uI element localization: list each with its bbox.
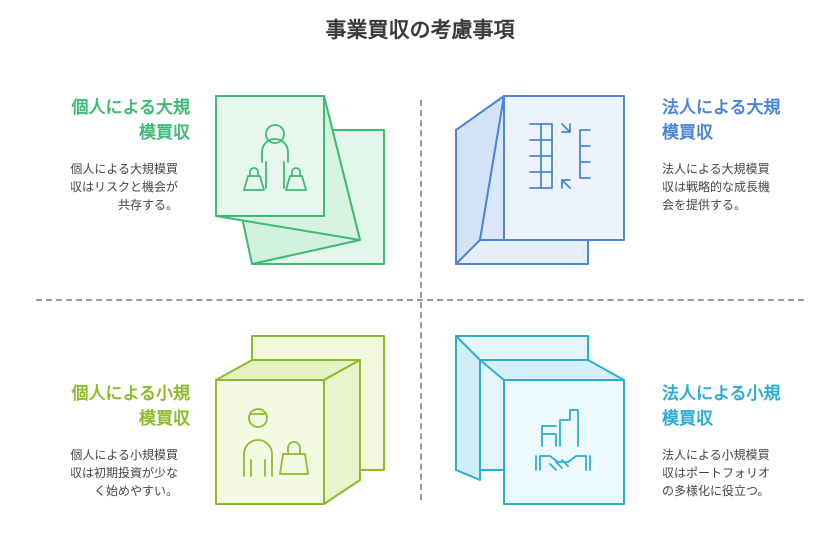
cube-corporate-large	[455, 95, 625, 265]
shopper-with-bags-icon	[243, 124, 307, 191]
merge-buildings-icon	[529, 123, 591, 189]
heading-corporate-small: 法人による小規 模買収	[662, 384, 781, 429]
handshake-building-icon	[535, 409, 591, 471]
desc-individual-large: 個人による大規模買 収はリスクと機会が 共存する。	[69, 162, 178, 212]
heading-individual-small: 個人による小規 模買収	[71, 384, 191, 429]
person-with-bag-icon	[243, 408, 309, 477]
diagram-title: 事業買収の考慮事項	[325, 18, 515, 42]
heading-individual-large: 個人による大規 模買収	[71, 98, 191, 143]
cube-individual-small	[215, 335, 385, 505]
desc-corporate-large: 法人による大規模買 収は戦略的な成長機 会を提供する。	[662, 162, 771, 212]
desc-corporate-small: 法人による小規模買 収はポートフォリオ の多様化に役立つ。	[662, 448, 771, 498]
desc-individual-small: 個人による小規模買 収は初期投資が少な く始めやすい。	[69, 448, 178, 498]
cube-individual-large	[215, 95, 385, 265]
horizontal-divider	[36, 299, 804, 301]
heading-corporate-large: 法人による大規 模買収	[662, 98, 781, 143]
cube-corporate-small	[455, 335, 625, 505]
